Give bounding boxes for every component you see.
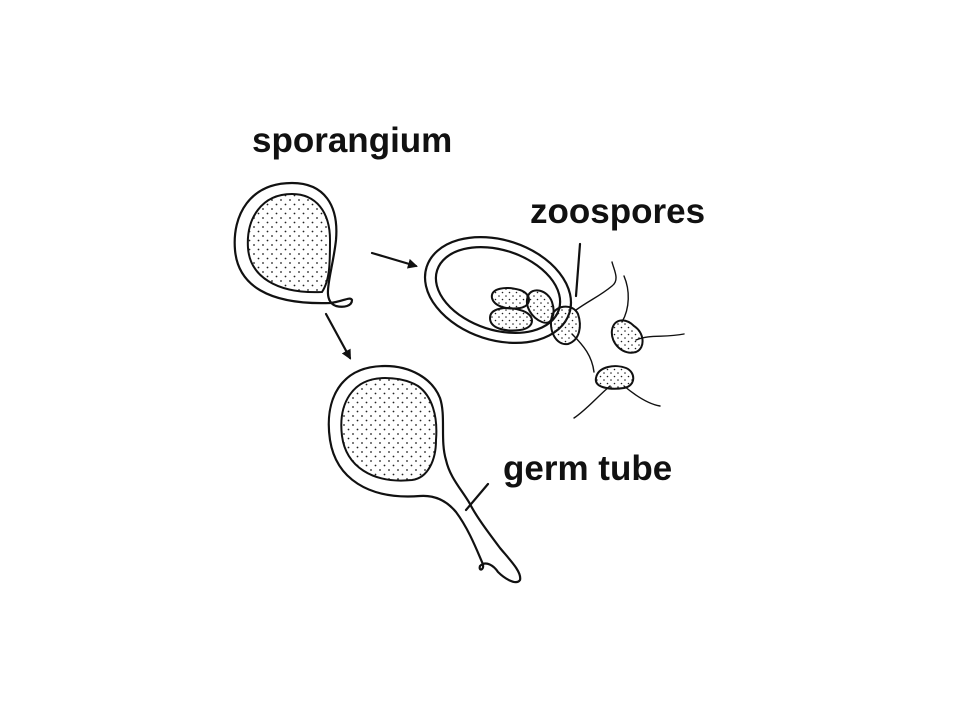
label-germ-tube: germ tube [503, 449, 672, 488]
zoospore-flagella [571, 261, 685, 419]
label-sporangium: sporangium [252, 121, 452, 160]
label-zoospores: zoospores [530, 192, 705, 231]
sporangium-drawing [233, 181, 354, 308]
arrow-to-zoospores [370, 251, 418, 269]
zoospores-leader-line [574, 242, 582, 298]
germ-tube-leader-line [464, 482, 490, 512]
arrow-to-germination [324, 312, 352, 360]
germinating-sporangium [327, 364, 522, 584]
